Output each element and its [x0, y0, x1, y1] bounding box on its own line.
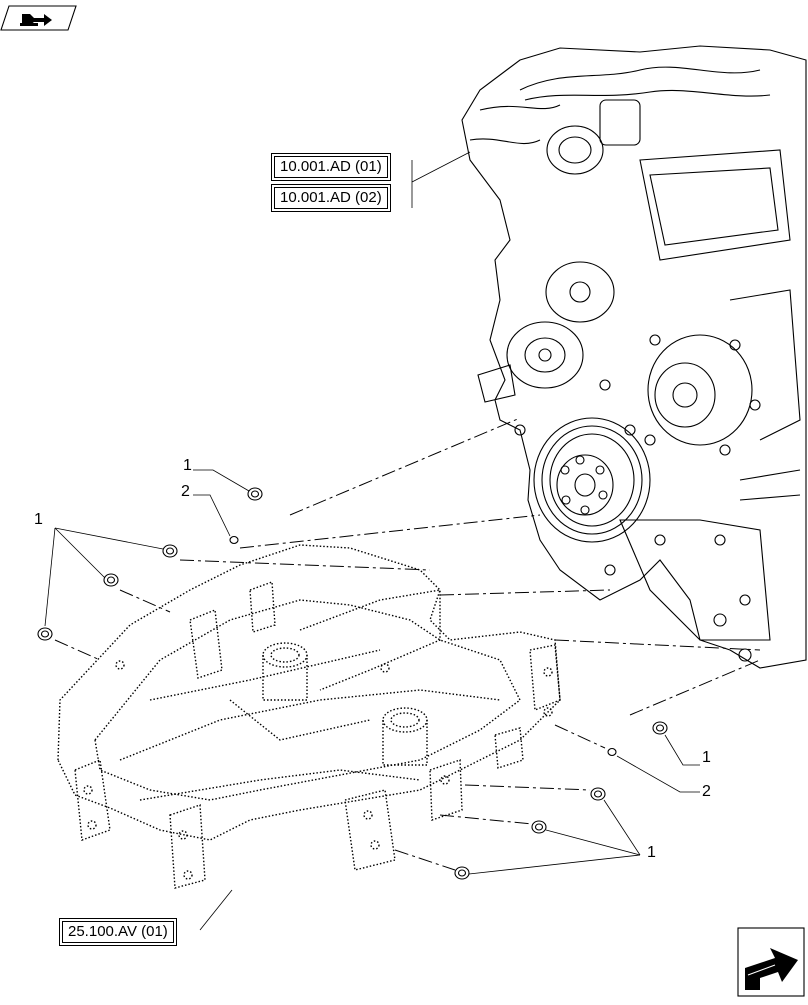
bushing-part[interactable] [247, 487, 263, 501]
callout-bushing: 1 [183, 457, 192, 474]
bushing-part[interactable] [162, 544, 178, 558]
bushing-part[interactable] [37, 627, 53, 641]
bushing-part[interactable] [531, 820, 547, 834]
engine-ref-label-2[interactable]: 10.001.AD (02) [271, 184, 391, 212]
bushing-part[interactable] [454, 866, 470, 880]
book-arrow-icon[interactable] [0, 5, 77, 31]
callout-bushing: 1 [702, 749, 711, 766]
front-support-frame [57, 544, 561, 889]
leader-lines [44, 151, 700, 931]
pin-part[interactable] [229, 535, 239, 545]
bushing-part[interactable] [103, 573, 119, 587]
bushing-part[interactable] [590, 787, 606, 801]
callout-pin: 2 [181, 483, 190, 500]
callout-pin: 2 [702, 783, 711, 800]
center-lines [54, 417, 761, 871]
next-page-arrow-icon[interactable] [737, 927, 805, 997]
callout-bushing-group: 1 [647, 844, 656, 861]
engine-ref-label-1[interactable]: 10.001.AD (01) [271, 153, 391, 181]
frame-ref-label[interactable]: 25.100.AV (01) [59, 918, 177, 946]
engine-assembly [461, 45, 807, 669]
bushing-part[interactable] [652, 721, 668, 735]
pin-part[interactable] [607, 747, 617, 757]
callout-bushing-group: 1 [34, 511, 43, 528]
